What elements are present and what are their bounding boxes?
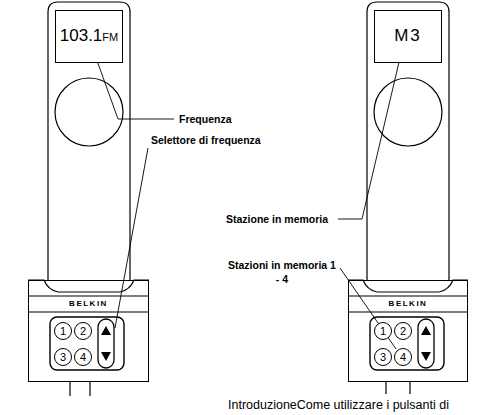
- button-number: 3: [380, 352, 386, 363]
- display-screen: 103.1FM: [55, 10, 123, 63]
- fm-transmitter: BELKIN 1 2 3 4: [28, 280, 149, 382]
- button-number: 4: [400, 352, 406, 363]
- arrow-symbol: [421, 326, 431, 361]
- display-text: 103.1: [60, 27, 103, 44]
- plug-pin: [89, 382, 90, 396]
- leader-line: [338, 58, 400, 219]
- band-line: [348, 295, 468, 296]
- preset-button: 2: [394, 322, 412, 340]
- button-panel: [370, 317, 444, 370]
- button-panel: [50, 317, 124, 370]
- button-number: 3: [60, 352, 66, 363]
- preset-button: 3: [374, 348, 392, 366]
- plug-pin: [69, 382, 70, 396]
- callout-label: Selettore di frequenza: [151, 133, 261, 147]
- plug-pin: [385, 382, 386, 394]
- button-number: 1: [380, 326, 386, 337]
- band-line: [348, 311, 468, 312]
- transmitter-fill: [348, 280, 468, 382]
- preset-button: 4: [394, 348, 412, 366]
- click-wheel: [55, 78, 123, 146]
- fm-transmitter: BELKIN 1 2 3 4: [348, 280, 468, 382]
- arrow-symbol: [101, 326, 111, 361]
- leader-line: [95, 55, 174, 119]
- display-text: FM: [102, 32, 118, 43]
- preset-button: 2: [74, 322, 92, 340]
- band-line: [28, 295, 149, 296]
- leader-line: [115, 148, 148, 328]
- transmitter-fill: [28, 280, 149, 382]
- display-screen: M3: [374, 10, 442, 63]
- page-footer: IntroduzioneCome utilizzare i pulsanti d…: [228, 397, 449, 414]
- ipod-body: [367, 2, 449, 300]
- cradle-edge: [28, 280, 149, 292]
- cradle-edge: [348, 280, 468, 292]
- preset-button: 4: [74, 348, 92, 366]
- callout-label: Stazione in memoria: [226, 212, 328, 226]
- callout-label: Frequenza: [179, 112, 232, 126]
- preset-button: 3: [54, 348, 72, 366]
- callout-label: Stazioni in memoria 1 - 4: [226, 258, 338, 286]
- brand-name: BELKIN: [29, 300, 148, 308]
- button-number: 2: [400, 326, 406, 337]
- click-wheel: [374, 78, 442, 146]
- preset-button: 1: [374, 322, 392, 340]
- button-number: 1: [60, 326, 66, 337]
- preset-button: 1: [54, 322, 72, 340]
- frequency-rocker: [98, 319, 114, 368]
- plug-pin: [409, 382, 410, 394]
- button-number: 2: [80, 326, 86, 337]
- ipod-body: [48, 2, 130, 300]
- band-line: [28, 311, 149, 312]
- frequency-rocker: [418, 319, 434, 368]
- brand-name: BELKIN: [349, 300, 467, 308]
- display-text: M3: [394, 27, 422, 44]
- button-number: 4: [80, 352, 86, 363]
